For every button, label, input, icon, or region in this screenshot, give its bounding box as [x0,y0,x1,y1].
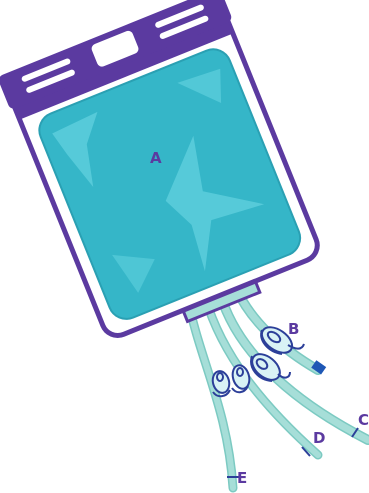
label-a: A [150,149,162,167]
label-b: B [288,320,299,338]
iv-bag [0,0,331,353]
clamp-e [210,369,231,396]
label-d: D [313,429,325,447]
label-e: E [237,469,247,487]
label-c: C [358,411,369,429]
